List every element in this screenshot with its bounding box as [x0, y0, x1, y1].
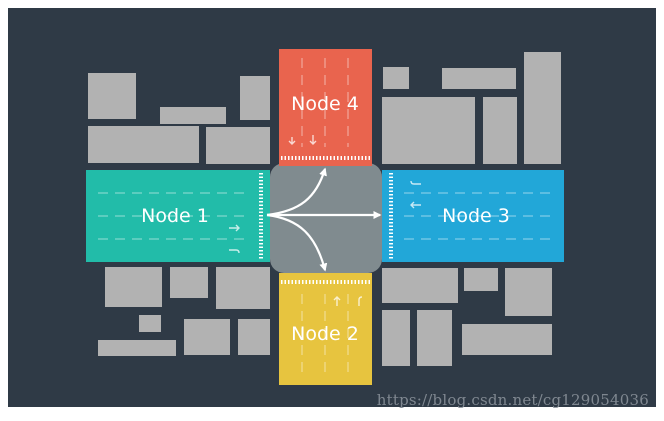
node-4-area [279, 49, 372, 166]
node-3-label: Node 3 [442, 205, 510, 227]
city-block [170, 267, 208, 298]
city-block [382, 97, 475, 164]
city-block [88, 126, 199, 163]
city-block [216, 267, 270, 309]
city-block [238, 319, 270, 355]
lane-arrow-icon [333, 296, 341, 306]
city-block [105, 267, 162, 307]
city-block [139, 315, 161, 332]
watermark-text: https://blog.csdn.net/cg129054036 [377, 391, 649, 409]
city-block [483, 97, 517, 164]
city-block [382, 310, 410, 366]
node-2-area [279, 273, 372, 385]
city-block [240, 76, 270, 120]
connection-arrows [266, 167, 382, 272]
node-3-road: Node 3 [382, 170, 564, 262]
lane-arrow-icon [288, 137, 296, 145]
lane-arrow-icon [309, 135, 317, 145]
node-4-road: Node 4 [279, 49, 372, 166]
city-block [464, 268, 498, 291]
lane-arrow-icon [410, 180, 421, 185]
city-block [417, 310, 452, 366]
city-block [98, 340, 176, 356]
node-1-area [86, 170, 270, 262]
arrow-node1-to-node4 [266, 167, 327, 217]
node-2-label: Node 2 [291, 323, 359, 345]
city-block [524, 52, 561, 164]
node-3-area [382, 170, 564, 262]
city-block [206, 127, 270, 164]
lane-arrow-icon [358, 296, 363, 306]
city-block [442, 68, 516, 89]
city-block [382, 268, 458, 303]
node-2-road: Node 2 [279, 273, 372, 385]
intersection [270, 163, 382, 273]
city-block [462, 324, 552, 355]
node-1-road: Node 1 [86, 170, 270, 262]
lane-arrow-icon [410, 201, 421, 209]
city-block [505, 268, 552, 316]
city-block [160, 107, 226, 124]
node-1-label: Node 1 [141, 205, 209, 227]
city-block [184, 319, 230, 355]
node-4-label: Node 4 [291, 93, 359, 115]
lane-arrow-icon [229, 249, 240, 254]
lane-arrow-icon [229, 224, 240, 232]
city-blocks [88, 52, 561, 366]
city-block [383, 67, 409, 89]
city-block [88, 73, 136, 119]
arrow-node1-to-node2 [266, 213, 328, 272]
